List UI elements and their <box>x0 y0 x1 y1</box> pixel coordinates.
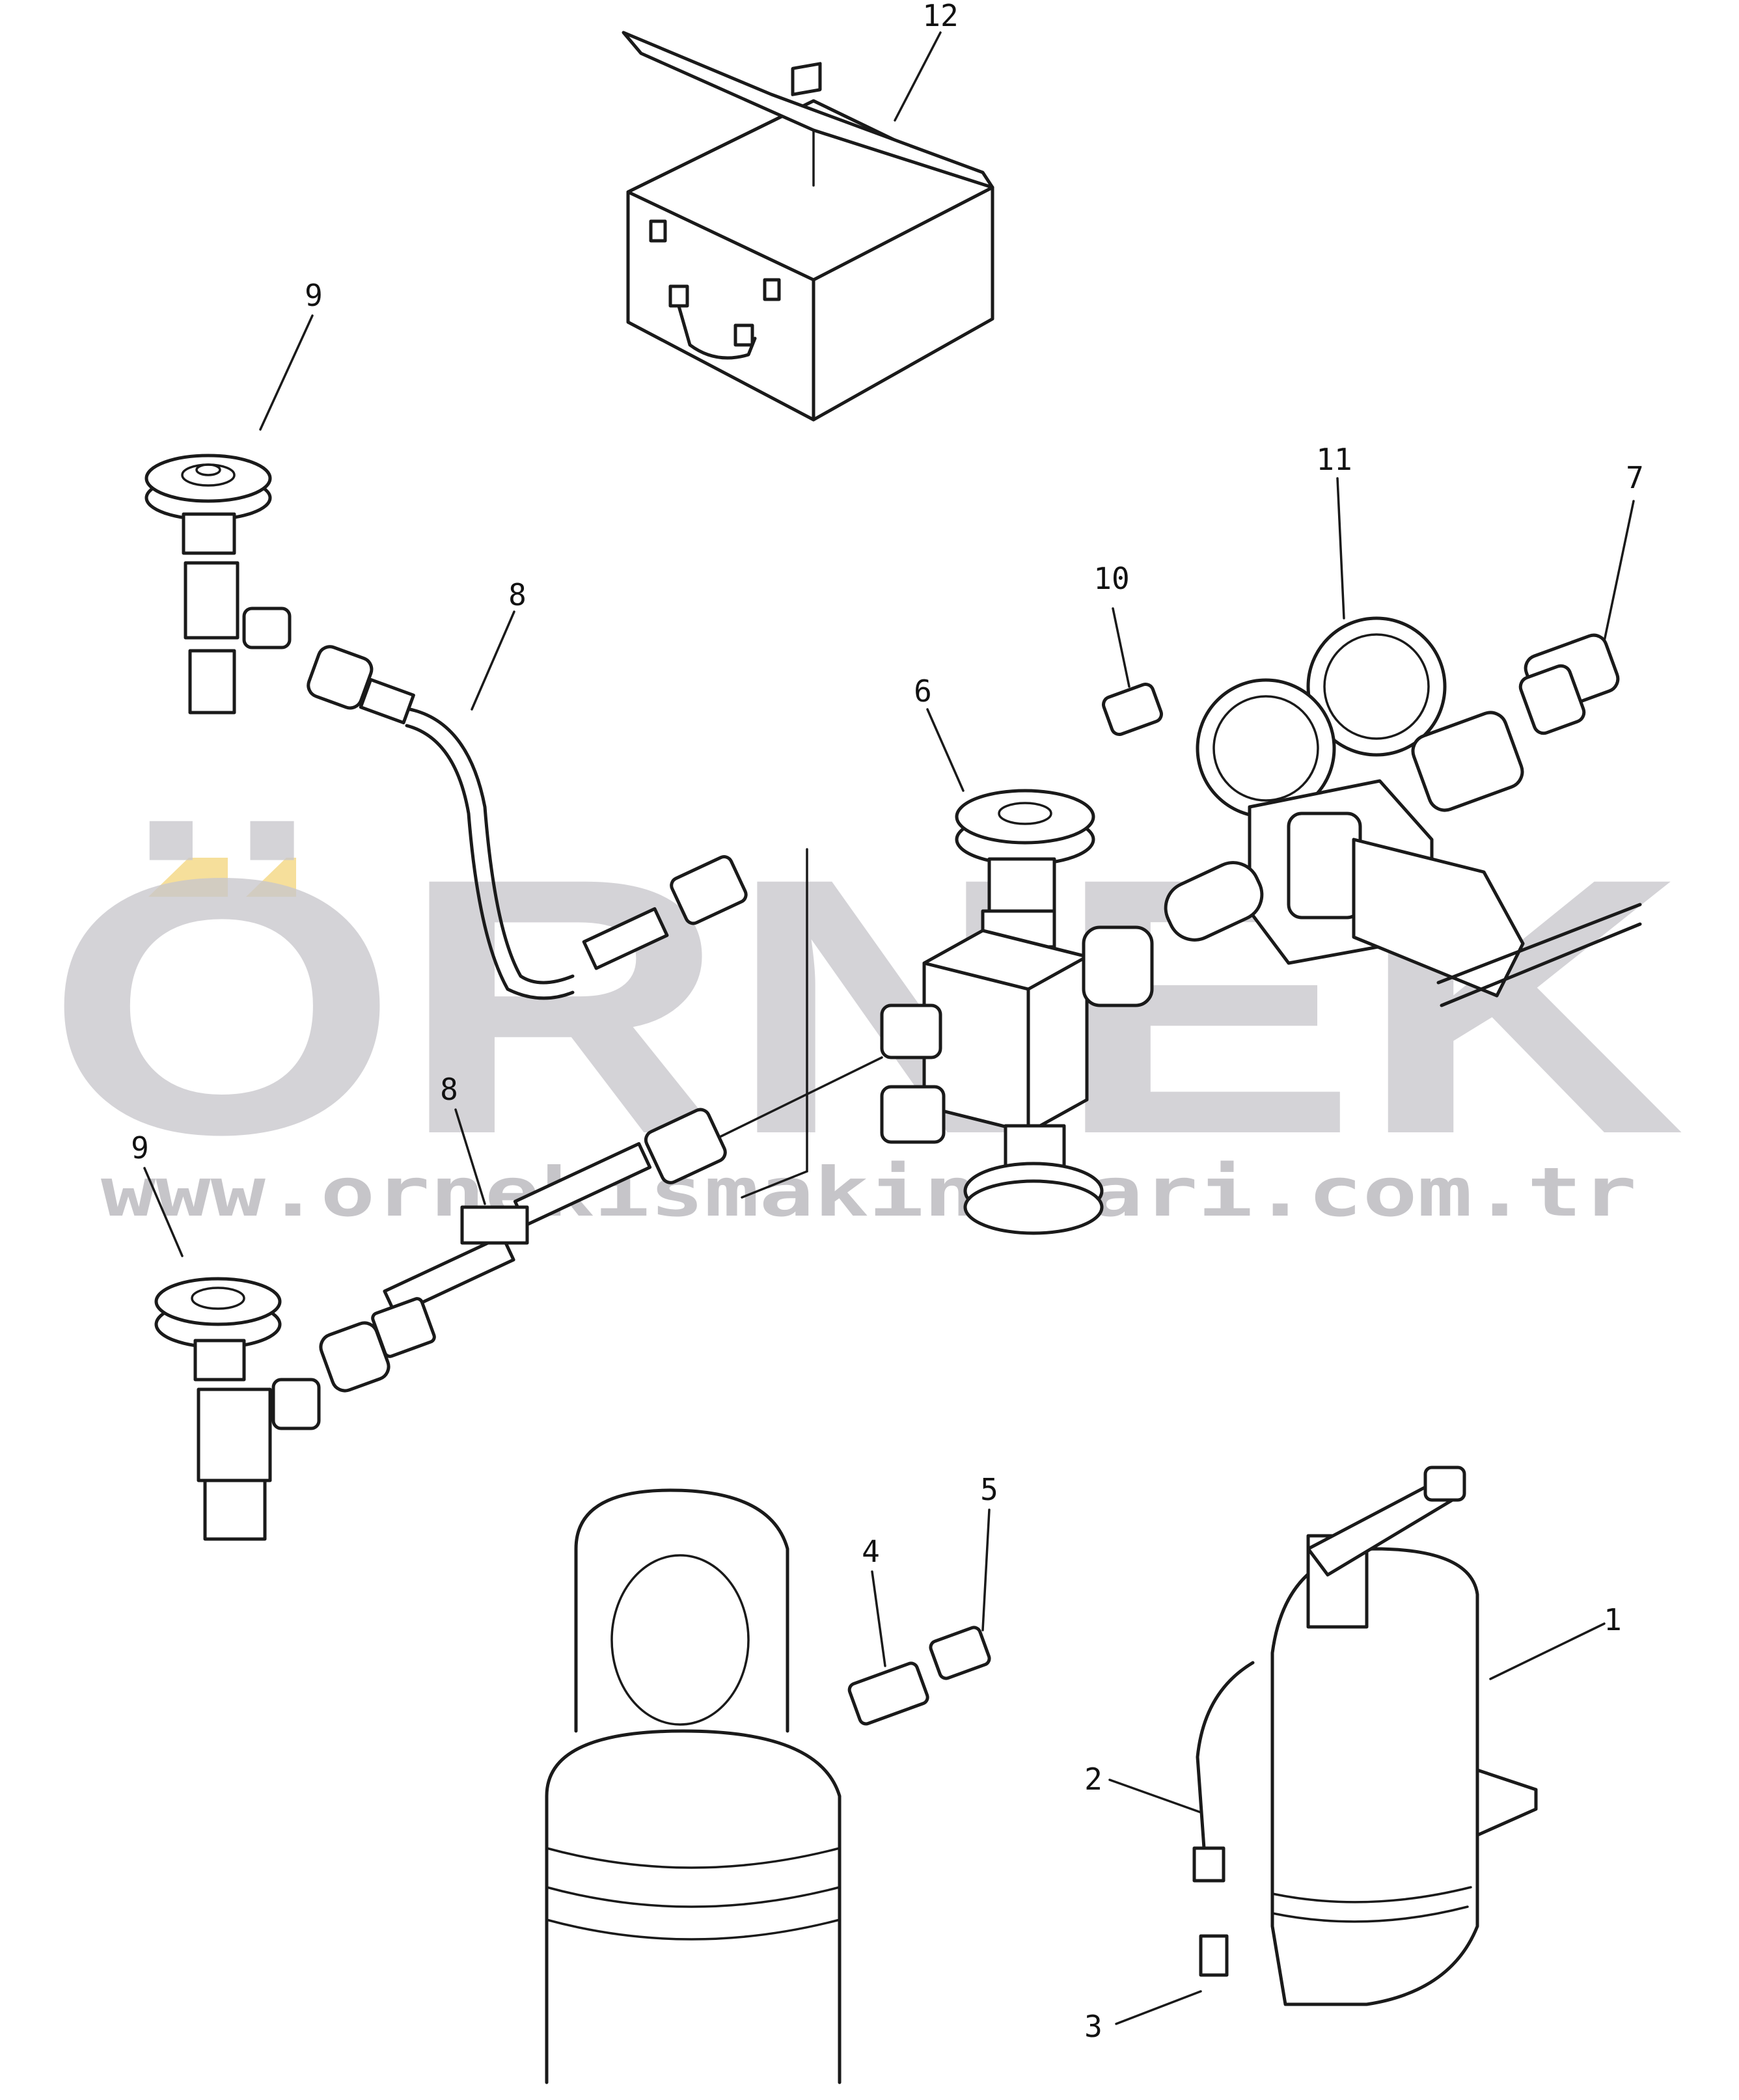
leader-lines <box>143 31 1635 2025</box>
watermark-accent-left <box>148 858 228 897</box>
watermark-accent-right <box>246 858 296 897</box>
hydraulic-cylinder <box>545 1488 842 2084</box>
small-plug <box>1102 683 1163 736</box>
callout-11: 11 <box>1316 442 1352 477</box>
callout-1: 1 <box>1604 1602 1622 1637</box>
callout-10: 10 <box>1093 561 1129 596</box>
callout-3: 3 <box>1084 2009 1102 2044</box>
watermark-url: www.ornekismakinalari.com.tr <box>101 1152 1637 1232</box>
hose-lower <box>319 1108 727 1393</box>
grease-pump <box>1192 1466 1538 2006</box>
adapter-fitting <box>1518 633 1620 735</box>
callout-4: 4 <box>862 1534 880 1569</box>
pressure-regulator <box>1164 616 1642 1007</box>
callout-9-upper: 9 <box>305 278 323 313</box>
fittings-4-5 <box>847 1626 991 1726</box>
callout-6: 6 <box>914 674 932 709</box>
charging-valve-lower <box>154 1277 321 1541</box>
storage-box <box>622 31 994 422</box>
callout-8-lower: 8 <box>440 1072 458 1107</box>
callout-12: 12 <box>922 0 958 33</box>
charging-valve-upper <box>144 454 292 715</box>
callout-9-lower: 9 <box>131 1130 149 1166</box>
hose-upper <box>307 645 748 1000</box>
manifold-block <box>715 789 1154 1235</box>
callout-8-upper: 8 <box>508 577 527 612</box>
callout-7: 7 <box>1626 460 1644 495</box>
callouts: 12 9 8 10 11 7 6 8 9 4 5 1 2 3 <box>131 0 1644 2044</box>
callout-5: 5 <box>980 1472 998 1507</box>
callout-2: 2 <box>1084 1762 1102 1797</box>
